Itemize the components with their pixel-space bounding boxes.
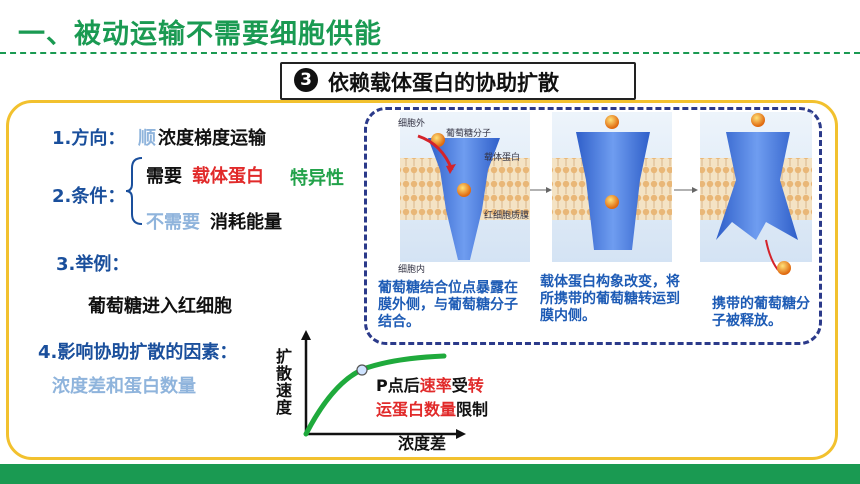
- slide-title: 一、被动运输不需要细胞供能: [18, 19, 382, 50]
- label-glucose: 葡萄糖分子: [446, 129, 492, 139]
- subtitle-text: 依赖载体蛋白的协助扩散: [328, 71, 559, 95]
- title-divider: [0, 52, 860, 54]
- caption-step-1: 葡萄糖结合位点暴露在膜外侧，与葡萄糖分子结合。: [378, 280, 518, 330]
- factors-label: 4.影响协助扩散的因素：: [38, 342, 238, 363]
- conditions-brace: [125, 157, 143, 225]
- example-label: 3.举例：: [56, 254, 130, 275]
- diagram-panel-1: [400, 112, 530, 262]
- direction-label: 1.方向：: [52, 128, 126, 149]
- label-carrier: 载体蛋白: [484, 153, 521, 163]
- diffusion-graph: [301, 330, 466, 439]
- diagram-box: [364, 107, 822, 345]
- label-outside: 细胞外: [398, 119, 426, 129]
- label-inside: 细胞内: [398, 265, 426, 275]
- caption-step-3: 携带的葡萄糖分子被释放。: [712, 296, 810, 329]
- condition-2-prefix: 不需要: [146, 212, 200, 233]
- condition-2-text: 消耗能量: [210, 212, 282, 233]
- graph-x-label: 浓度差: [398, 434, 447, 453]
- condition-1-highlight: 载体蛋白: [192, 166, 264, 187]
- diagram-panel-3: [700, 112, 812, 275]
- conditions-label: 2.条件：: [52, 186, 126, 207]
- point-p-label: P: [376, 376, 388, 395]
- carrier-protein-diagram: [400, 112, 812, 275]
- subtitle-number-badge: 3: [294, 68, 318, 92]
- caption-step-2: 载体蛋白构象改变，将所携带的葡萄糖转运到膜内侧。: [540, 274, 680, 324]
- point-p-marker: [356, 364, 368, 376]
- example-text: 葡萄糖进入红细胞: [88, 296, 232, 317]
- content-frame: [6, 100, 838, 460]
- label-membrane: 红细胞质膜: [484, 211, 530, 221]
- factors-text: 浓度差和蛋白数量: [52, 376, 196, 397]
- direction-text: 浓度梯度运输: [158, 128, 266, 149]
- condition-1-note: 特异性: [290, 168, 344, 189]
- graph-y-label: 扩散速度: [276, 347, 293, 417]
- direction-prefix: 顺: [138, 128, 156, 149]
- graph-note-line-1: P点后速率受转: [376, 376, 484, 395]
- diagram-panel-2: [552, 112, 672, 262]
- bottom-bar: [0, 464, 860, 484]
- subtitle-box: 3 依赖载体蛋白的协助扩散: [280, 62, 636, 100]
- condition-1-prefix: 需要: [146, 166, 182, 187]
- graph-note-line-2: 运蛋白数量限制: [376, 400, 489, 419]
